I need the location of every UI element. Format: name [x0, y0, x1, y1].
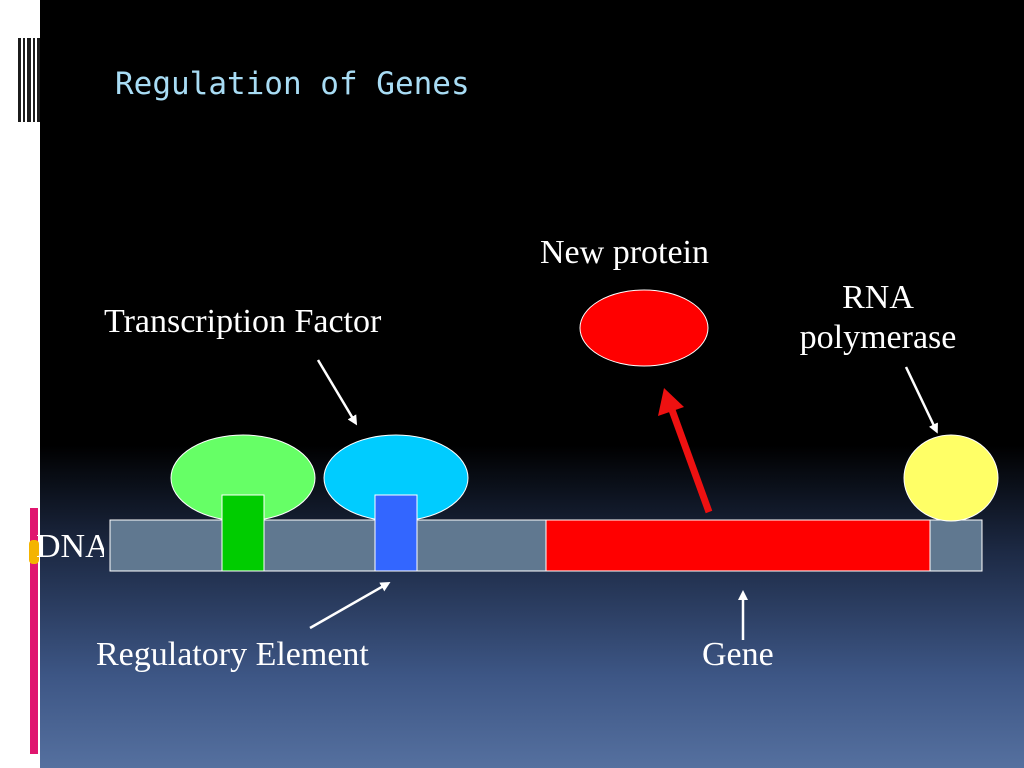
label-dna: DNA	[36, 527, 104, 567]
new-protein	[579, 289, 709, 367]
label-new-protein: New protein	[540, 234, 710, 271]
label-rna-polymerase-line1: RNA	[842, 279, 914, 316]
arrow-regulatory-element	[309, 582, 391, 630]
regulatory-element-green	[221, 494, 265, 572]
gene-segment	[545, 519, 931, 572]
arrow-rna-polymerase	[904, 366, 938, 434]
arrow-transcription-factor	[316, 359, 358, 426]
slide-title: Regulation of Genes	[115, 66, 470, 102]
regulatory-element-blue	[374, 494, 418, 572]
pink-accent-bar	[30, 508, 38, 754]
stripes-decoration	[18, 38, 40, 122]
label-regulatory-element: Regulatory Element	[96, 636, 369, 673]
yellow-accent-dot	[29, 540, 39, 564]
label-rna-polymerase-line2: polymerase	[799, 319, 957, 356]
rna-polymerase	[903, 434, 999, 522]
label-gene: Gene	[702, 636, 774, 673]
label-dna-text: DNA	[36, 528, 104, 565]
label-rna-polymerase: RNA polymerase	[780, 278, 976, 358]
label-transcription-factor: Transcription Factor	[104, 303, 382, 340]
red-arrow-shaft	[668, 408, 713, 514]
red-arrow-head	[658, 388, 684, 416]
